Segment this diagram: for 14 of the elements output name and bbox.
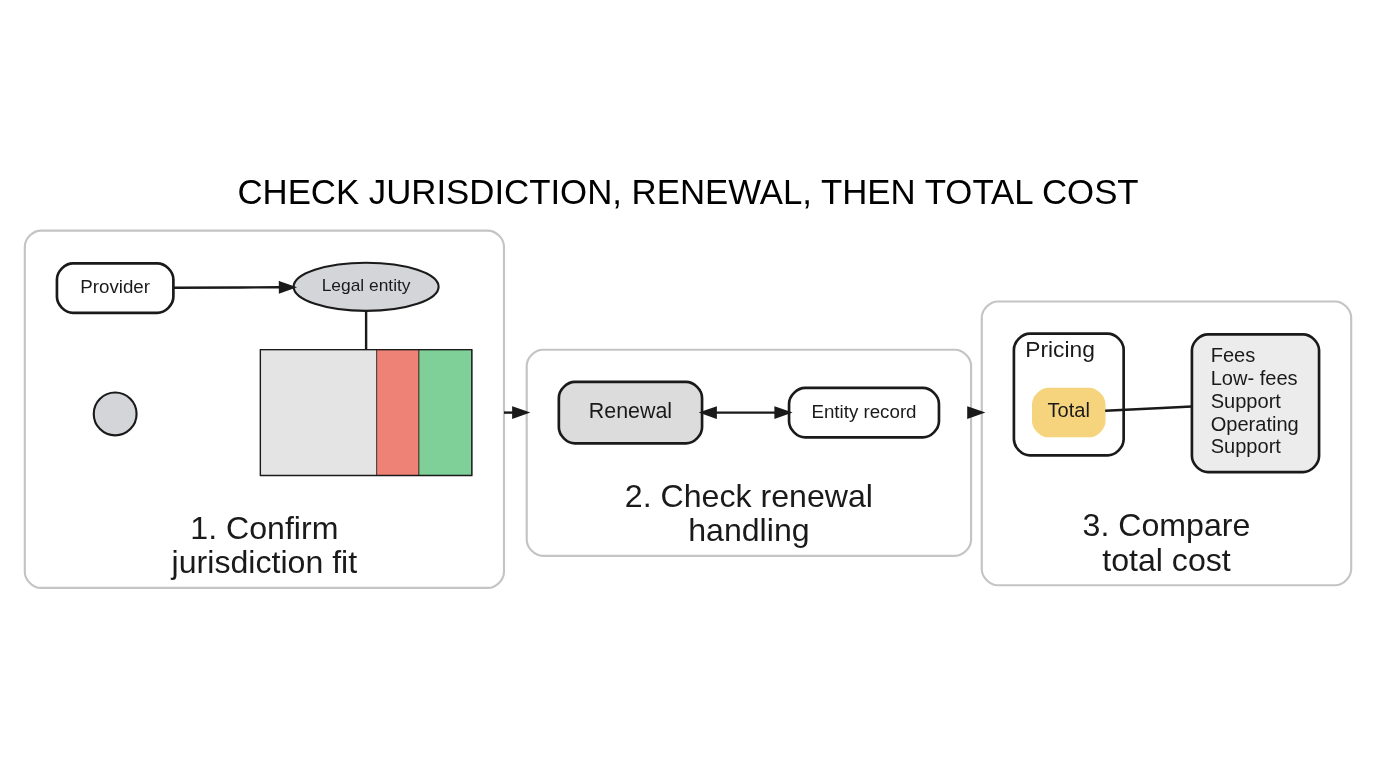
connector bbox=[364, 310, 368, 349]
node-box: Provider bbox=[55, 261, 175, 314]
arrow bbox=[698, 405, 793, 419]
diagram-title: CHECK JURISDICTION, RENEWAL, THEN TOTAL COST bbox=[237, 172, 1139, 211]
node-box: Fees Low- fees Support Operating Support bbox=[1190, 332, 1321, 473]
arrow bbox=[967, 405, 986, 419]
node-box: Renewal bbox=[557, 380, 704, 445]
connector bbox=[1105, 404, 1192, 412]
arrow bbox=[503, 405, 531, 419]
node-circle bbox=[92, 390, 138, 436]
node-ellipse: Legal entity bbox=[292, 261, 440, 312]
node-box: Total bbox=[1031, 387, 1106, 437]
arrow bbox=[173, 280, 298, 294]
node-box: Entity record bbox=[787, 386, 941, 439]
